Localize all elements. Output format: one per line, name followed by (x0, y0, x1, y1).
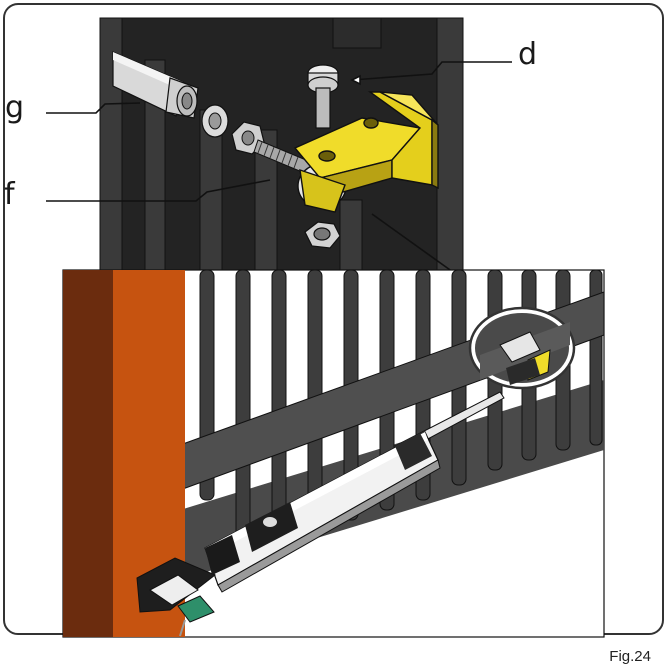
actuator (204, 391, 505, 593)
callout-label-f: f (4, 177, 15, 212)
gate-post-shadow (63, 270, 113, 637)
yellow-bracket (293, 91, 439, 213)
callout-label-g: g (5, 90, 25, 125)
rear-mount-bracket (136, 557, 216, 637)
gate-bars-detail (99, 17, 464, 273)
gate-overview (62, 269, 605, 638)
bolt (307, 64, 339, 129)
figure-caption: Fig.24 (609, 648, 651, 665)
detail-view (99, 17, 464, 273)
actuator-rod (112, 51, 199, 119)
hex-nut-lower (304, 221, 341, 249)
detail-magnifier (468, 306, 576, 390)
callout-label-d: d (518, 37, 538, 72)
washer (201, 104, 229, 138)
